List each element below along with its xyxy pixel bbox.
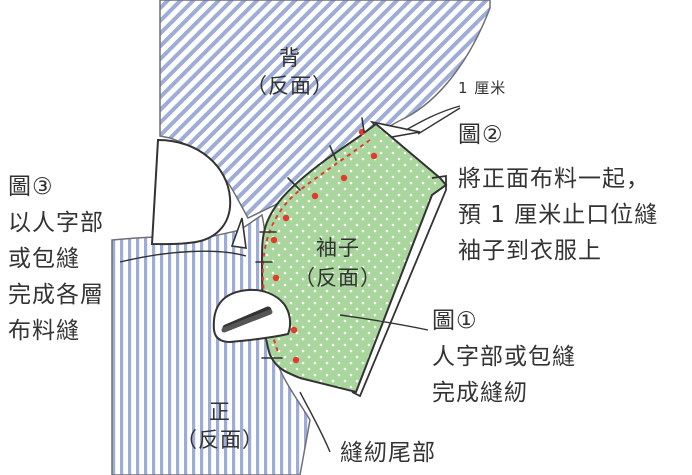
fig3-title: 圖③ — [8, 174, 54, 200]
fig3-line-2: 或包縫 — [8, 246, 80, 272]
back-side-label: （反面） — [246, 74, 334, 98]
one-cm-label: 1 厘米 — [458, 79, 507, 97]
fig3-line-3: 完成各層 — [8, 282, 104, 308]
fig1-line-1: 人字部或包縫 — [432, 344, 576, 370]
leader-lines — [119, 105, 461, 453]
seam-allowance-left — [230, 217, 247, 249]
fig3-line-4: 布料縫 — [8, 318, 80, 344]
sleeve-hem — [351, 174, 447, 398]
fig1-line-2: 完成縫紉 — [432, 380, 528, 406]
tail-label: 縫紉尾部 — [340, 440, 436, 466]
back-label: 背 — [279, 46, 301, 70]
iron-icon — [212, 288, 292, 344]
fig3-line-1: 以人字部 — [8, 210, 104, 236]
fig2-line-1: 將正面布料一起， — [458, 166, 650, 192]
sleeve-label: 袖子 — [316, 236, 360, 260]
sleeve-side-label: （反面） — [294, 266, 382, 290]
front-label: 正 — [209, 400, 231, 424]
fig2-line-2: 預 1 厘米止口位縫 — [458, 202, 659, 228]
armhole-curve — [150, 138, 232, 246]
fig2-line-3: 袖子到衣服上 — [458, 238, 602, 264]
fig2-title: 圖② — [458, 122, 504, 148]
front-side-label: （反面） — [176, 428, 264, 452]
fig1-title: 圖① — [432, 308, 478, 334]
